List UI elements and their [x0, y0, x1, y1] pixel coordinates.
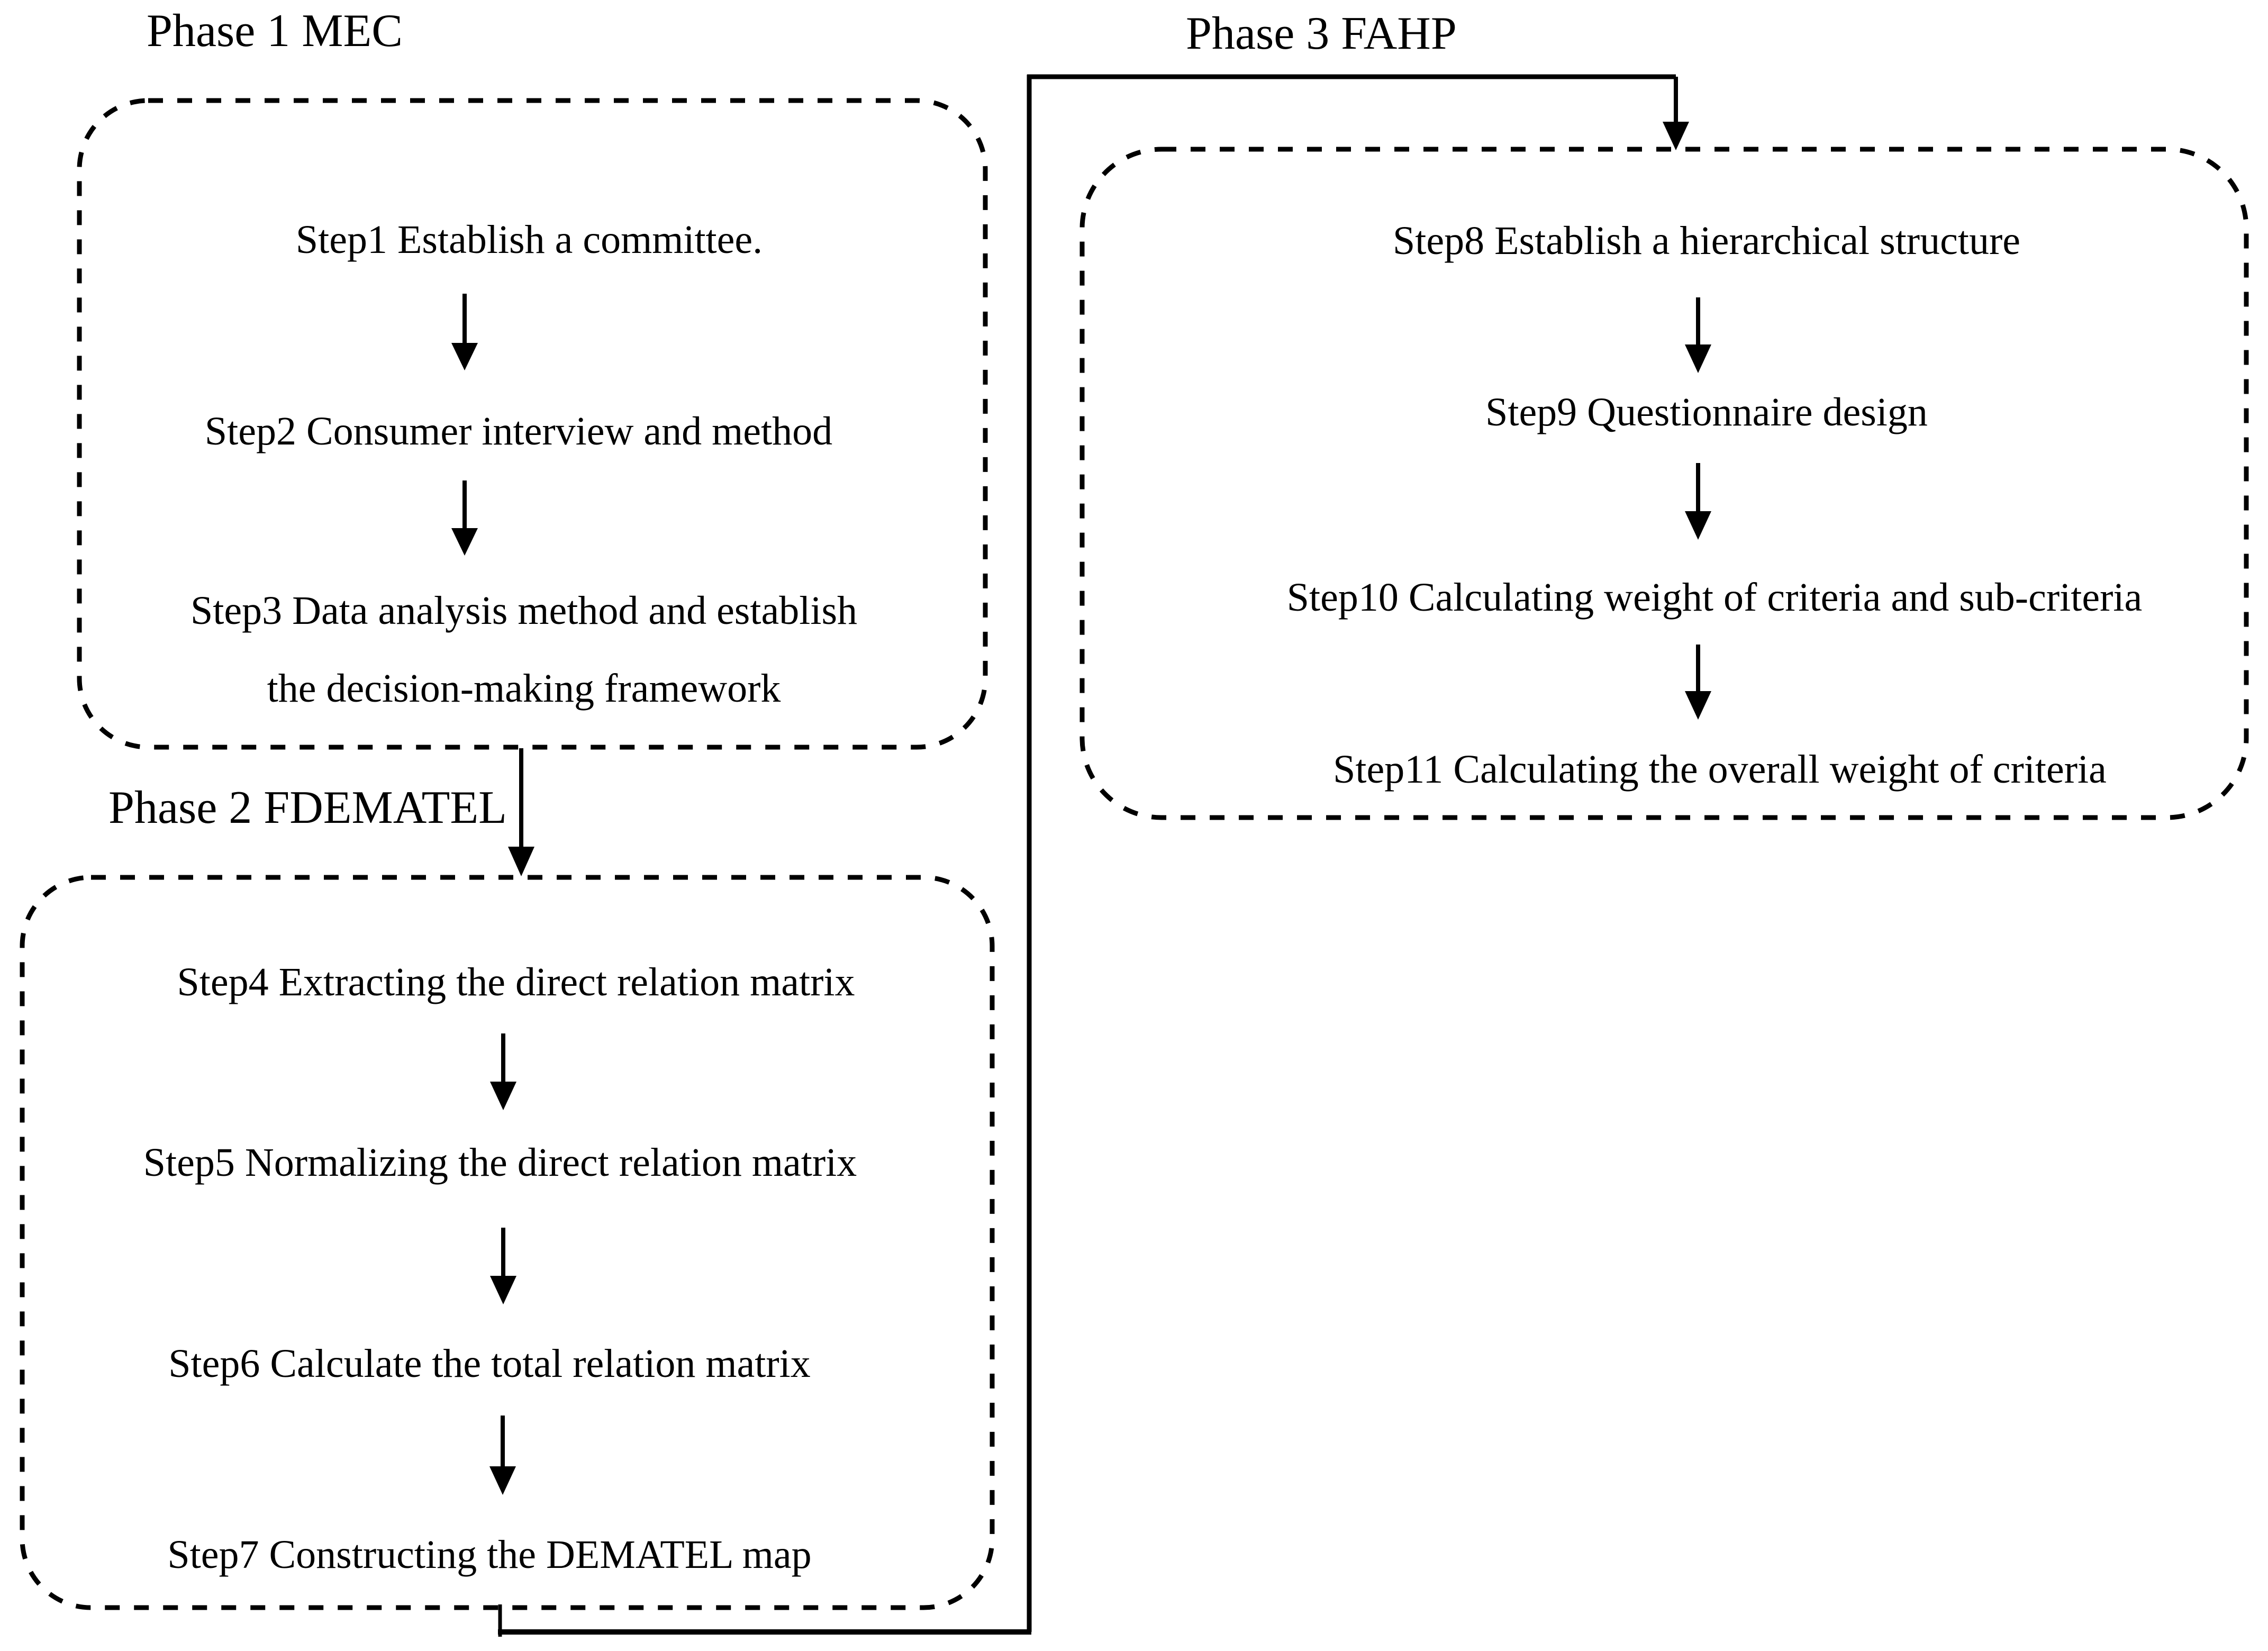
- phase2-title: Phase 2 FDEMATEL: [108, 782, 507, 833]
- arrow-step8-to-step9: [1685, 297, 1711, 373]
- arrow-step6-to-step7: [489, 1416, 516, 1495]
- phase2-step4-label: Step4 Extracting the direct relation mat…: [177, 960, 855, 1004]
- arrow-step5-to-step6: [490, 1228, 516, 1304]
- arrow-step1-to-step2: [451, 294, 478, 370]
- phase3-step11-label: Step11 Calculating the overall weight of…: [1333, 747, 2107, 792]
- phase1-step2-label: Step2 Consumer interview and method: [204, 409, 833, 453]
- connector-arrowhead: [1663, 122, 1689, 150]
- arrow-step9-to-step10: [1685, 463, 1711, 540]
- arrow-step10-to-step11: [1685, 645, 1711, 720]
- phase2-step5-label: Step5 Normalizing the direct relation ma…: [143, 1140, 857, 1185]
- arrow-step4-to-step5: [490, 1033, 516, 1110]
- phase2-step7-label: Step7 Constructing the DEMATEL map: [167, 1532, 812, 1577]
- phase3-box: [1079, 147, 2249, 820]
- phase3-title: Phase 3 FAHP: [1186, 8, 1457, 59]
- phase3-step9-label: Step9 Questionnaire design: [1485, 390, 1928, 434]
- phase1-title: Phase 1 MEC: [147, 5, 403, 57]
- phase1-step1-label: Step1 Establish a committee.: [295, 217, 763, 262]
- connector-phase2-to-phase3: [498, 74, 1689, 1637]
- phase1-box: [77, 98, 988, 750]
- arrow-step2-to-step3: [451, 480, 478, 556]
- phase3-step10-label: Step10 Calculating weight of criteria an…: [1286, 575, 2143, 620]
- phase2-box: [20, 875, 995, 1610]
- phase2-step6-label: Step6 Calculate the total relation matri…: [168, 1341, 811, 1386]
- phase1-step3-label-line1: Step3 Data analysis method and establish: [190, 588, 858, 633]
- phase1-step3-label-line2: the decision-making framework: [267, 666, 781, 711]
- phase3-step8-label: Step8 Establish a hierarchical structure: [1392, 219, 2020, 263]
- arrow-phase1-to-phase2: [508, 748, 534, 876]
